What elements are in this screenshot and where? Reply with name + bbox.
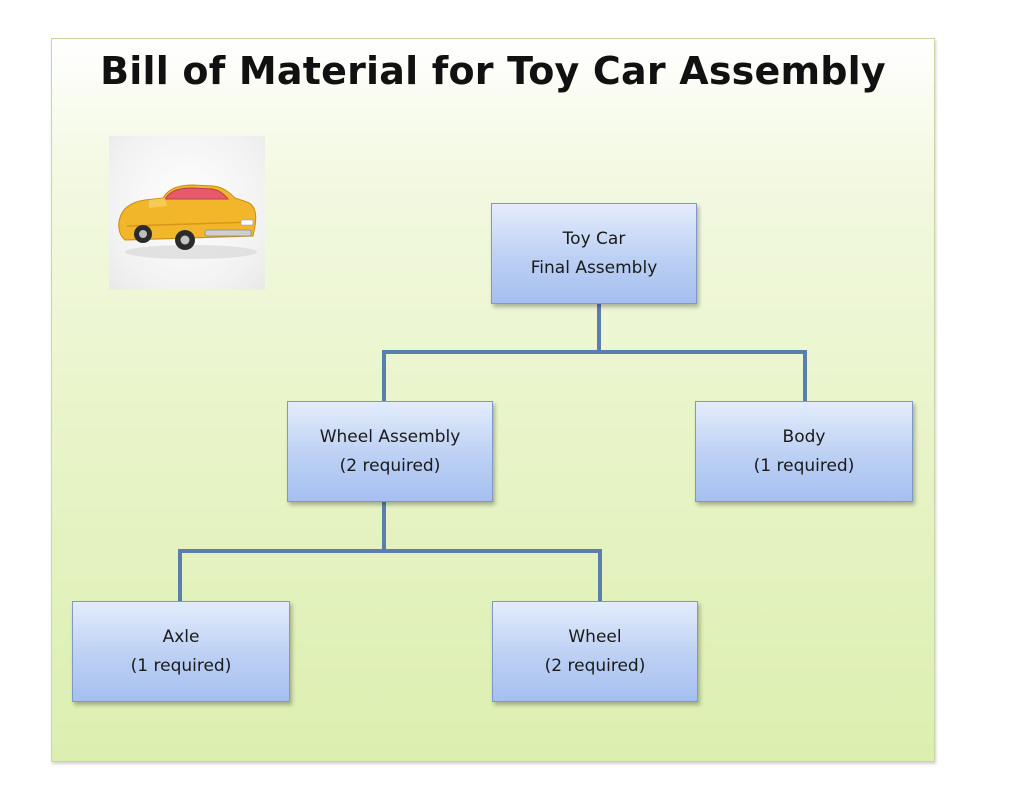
node-body: Body (1 required) [695, 401, 913, 502]
node-label-line2: (2 required) [544, 655, 646, 676]
node-label-line1: Body [782, 426, 826, 447]
node-wheel: Wheel (2 required) [492, 601, 698, 702]
node-label-line2: (2 required) [339, 455, 441, 476]
node-label-line1: Axle [162, 626, 200, 647]
node-label-line2: (1 required) [753, 455, 855, 476]
diagram-slide: Bill of Material for Toy Car Assembly To… [51, 38, 935, 762]
toy-car-photo [109, 136, 265, 290]
node-axle: Axle (1 required) [72, 601, 290, 702]
toy-car-illustration [118, 184, 257, 259]
diagram-title: Bill of Material for Toy Car Assembly [100, 49, 886, 93]
node-label-line1: Toy Car [562, 228, 626, 249]
node-wheel-assembly: Wheel Assembly (2 required) [287, 401, 493, 502]
bom-connectors [178, 304, 807, 601]
node-toy-car-final-assembly: Toy Car Final Assembly [491, 203, 697, 304]
connector-root-to-children [382, 304, 807, 401]
node-label-line2: (1 required) [130, 655, 232, 676]
node-label-line2: Final Assembly [530, 257, 658, 278]
node-label-line1: Wheel [568, 626, 622, 647]
node-label-line1: Wheel Assembly [319, 426, 461, 447]
connector-wheel-assembly-to-children [178, 502, 602, 601]
